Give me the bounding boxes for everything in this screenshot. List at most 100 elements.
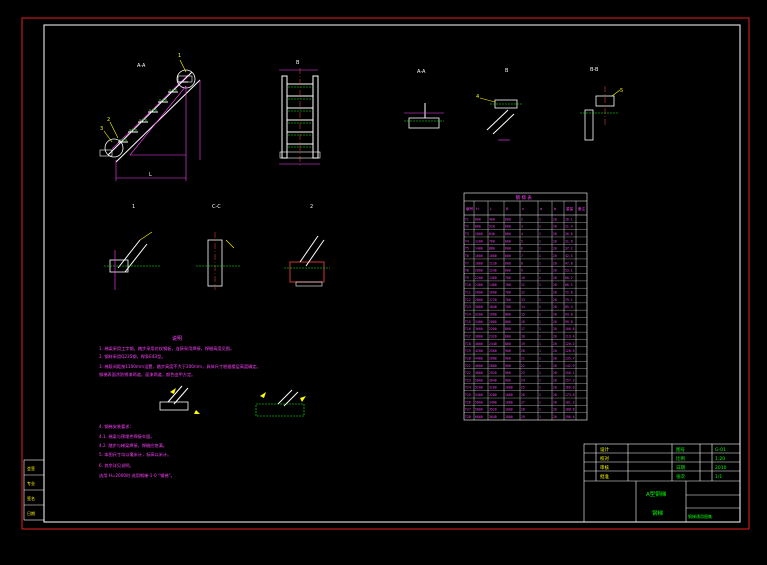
table-cell: 1 (539, 408, 541, 412)
table-cell: T18 (465, 342, 471, 346)
table-cell: 20 (553, 239, 557, 243)
table-cell: 1 (539, 305, 541, 309)
table-cell: 72.8 (565, 291, 573, 295)
table-cell: T12 (465, 298, 471, 302)
table-header-cell: L (490, 207, 492, 211)
node-detail-2: 2 (284, 204, 330, 287)
section-bb: B-B 5 (580, 67, 623, 141)
table-cell: 20 (553, 393, 557, 397)
side-stamp (23, 459, 45, 521)
table-cell: 9 (521, 269, 523, 273)
title-meta-2: 比例 (676, 455, 685, 462)
table-cell: 20 (553, 247, 557, 251)
table-cell: 29 (521, 415, 525, 419)
table-cell: 26 (521, 393, 525, 397)
table-cell: 1000 (505, 415, 513, 419)
table-cell: 1000 (489, 254, 497, 258)
callout-1: 1 (178, 53, 181, 59)
table-cell: T10 (465, 283, 471, 287)
notes-block: 说明 1. 梯梁采用工字钢，踏步采用花纹钢板，连接采用焊接，焊缝高度见图。 2.… (99, 335, 261, 479)
table-cell: 2080 (489, 320, 497, 324)
table-cell: 600 (505, 247, 511, 251)
title-field-2: 校对 (600, 455, 609, 462)
table-cell: 53.1 (565, 269, 573, 273)
title-meta-value-2: 1:20 (715, 456, 725, 462)
table-cell: 1120 (489, 261, 497, 265)
table-cell: 1 (539, 415, 541, 419)
table-header-cell: B (506, 207, 509, 211)
table-cell: 520 (489, 225, 495, 229)
table-cell: 900 (505, 364, 511, 368)
table-cell: T15 (465, 320, 471, 324)
note-line-1: 1. 梯梁采用工字钢，踏步采用花纹钢板，连接采用焊接，焊缝高度见图。 (99, 345, 234, 352)
callout-2: 2 (107, 117, 110, 123)
view-label-node-cc: C-C (212, 204, 221, 210)
table-cell: 800 (505, 342, 511, 346)
title-meta-value-3: 2010 (715, 465, 727, 471)
callout-3: 3 (100, 126, 103, 132)
table-cell: 1 (539, 400, 541, 404)
title-meta-1: 图号 (676, 447, 685, 453)
table-cell: 20 (553, 291, 557, 295)
project-name: 钢梯通用图集 (688, 513, 712, 519)
table-header-cell: H (476, 207, 479, 211)
table-cell: 20 (521, 349, 525, 353)
callout-5: 5 (620, 88, 623, 94)
table-cell: 1 (539, 313, 541, 317)
table-cell: 1 (539, 232, 541, 236)
table-cell: 42.5 (565, 254, 573, 258)
table-cell: 600 (505, 225, 511, 229)
table-cell: 1 (539, 239, 541, 243)
table-cell: 1 (539, 291, 541, 295)
table-cell: T21 (465, 364, 471, 368)
table-cell: 12 (521, 291, 525, 295)
table-cell: 1000 (475, 232, 483, 236)
table-cell: 700 (505, 305, 511, 309)
callout-4: 4 (476, 94, 479, 100)
table-cell: 600 (505, 217, 511, 221)
length-mark: L (149, 172, 152, 178)
table-cell: 1 (539, 298, 541, 302)
table-cell: T24 (465, 386, 471, 390)
table-cell: 19 (521, 342, 525, 346)
table-cell: 1 (539, 225, 541, 229)
table-cell: 1 (539, 247, 541, 251)
note-line-2: 2. 钢材采用Q235钢，焊条E43型。 (99, 353, 165, 360)
table-cell: 20 (553, 298, 557, 302)
table-cell: 3520 (489, 408, 497, 412)
table-cell: 3400 (489, 400, 497, 404)
table-cell: 1 (539, 261, 541, 265)
table-cell: 6000 (475, 415, 483, 419)
table-cell: 20 (553, 305, 557, 309)
table-cell: 173.6 (565, 393, 575, 397)
table-cell: T4 (465, 239, 469, 243)
table-cell: T3 (465, 232, 469, 236)
table-cell: 150.1 (565, 371, 575, 375)
table-cell: 800 (505, 327, 511, 331)
table-cell: 20 (553, 276, 557, 280)
table-cell: 1 (539, 327, 541, 331)
table-cell: 13 (521, 298, 525, 302)
table-cell: 17 (521, 327, 525, 331)
table-cell: 128.5 (565, 349, 575, 353)
table-cell: 1600 (489, 291, 497, 295)
table-cell: 25 (521, 386, 525, 390)
table-cell: 3160 (489, 386, 497, 390)
table-cell: 4000 (475, 342, 483, 346)
table-cell: 20 (553, 232, 557, 236)
node-detail-cc: C-C (196, 204, 240, 290)
table-cell: 20 (553, 283, 557, 287)
view-label-node-1: 1 (132, 204, 135, 210)
table-cell: 5600 (475, 400, 483, 404)
table-cell: 1000 (505, 408, 513, 412)
table-cell: 3280 (489, 393, 497, 397)
title-block (583, 443, 741, 523)
